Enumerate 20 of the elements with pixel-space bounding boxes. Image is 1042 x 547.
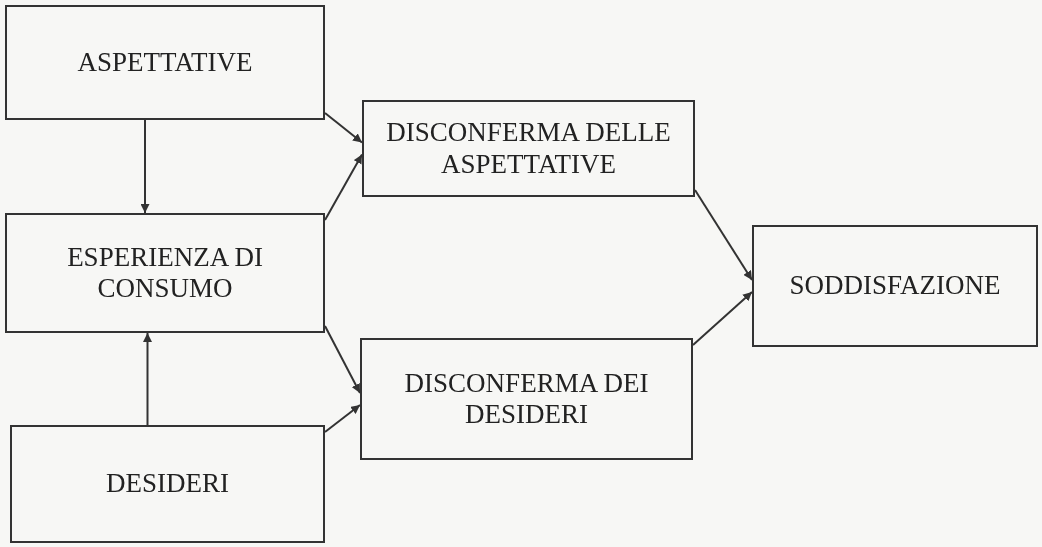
process-box [5, 5, 325, 120]
arrow [324, 404, 361, 433]
arrow [694, 189, 753, 281]
box-label: DISCONFERMA DEI DESIDERI [403, 367, 650, 431]
box-label: ASPETTATIVE [77, 46, 253, 78]
arrow [143, 332, 152, 426]
box-label: ESPERIENZA DI CONSUMO [66, 241, 264, 305]
process-box [752, 225, 1038, 347]
arrow [324, 153, 363, 221]
arrow [140, 119, 150, 214]
process-box [5, 213, 325, 333]
process-box [10, 425, 325, 543]
arrow [324, 112, 363, 144]
process-box [360, 338, 693, 460]
box-label: DESIDERI [106, 468, 229, 500]
box-label: SODDISFAZIONE [789, 270, 1001, 302]
arrow [692, 291, 753, 346]
process-box [362, 100, 695, 197]
box-label: DISCONFERMA DELLE ASPETTATIVE [385, 117, 672, 180]
arrow [324, 325, 361, 394]
